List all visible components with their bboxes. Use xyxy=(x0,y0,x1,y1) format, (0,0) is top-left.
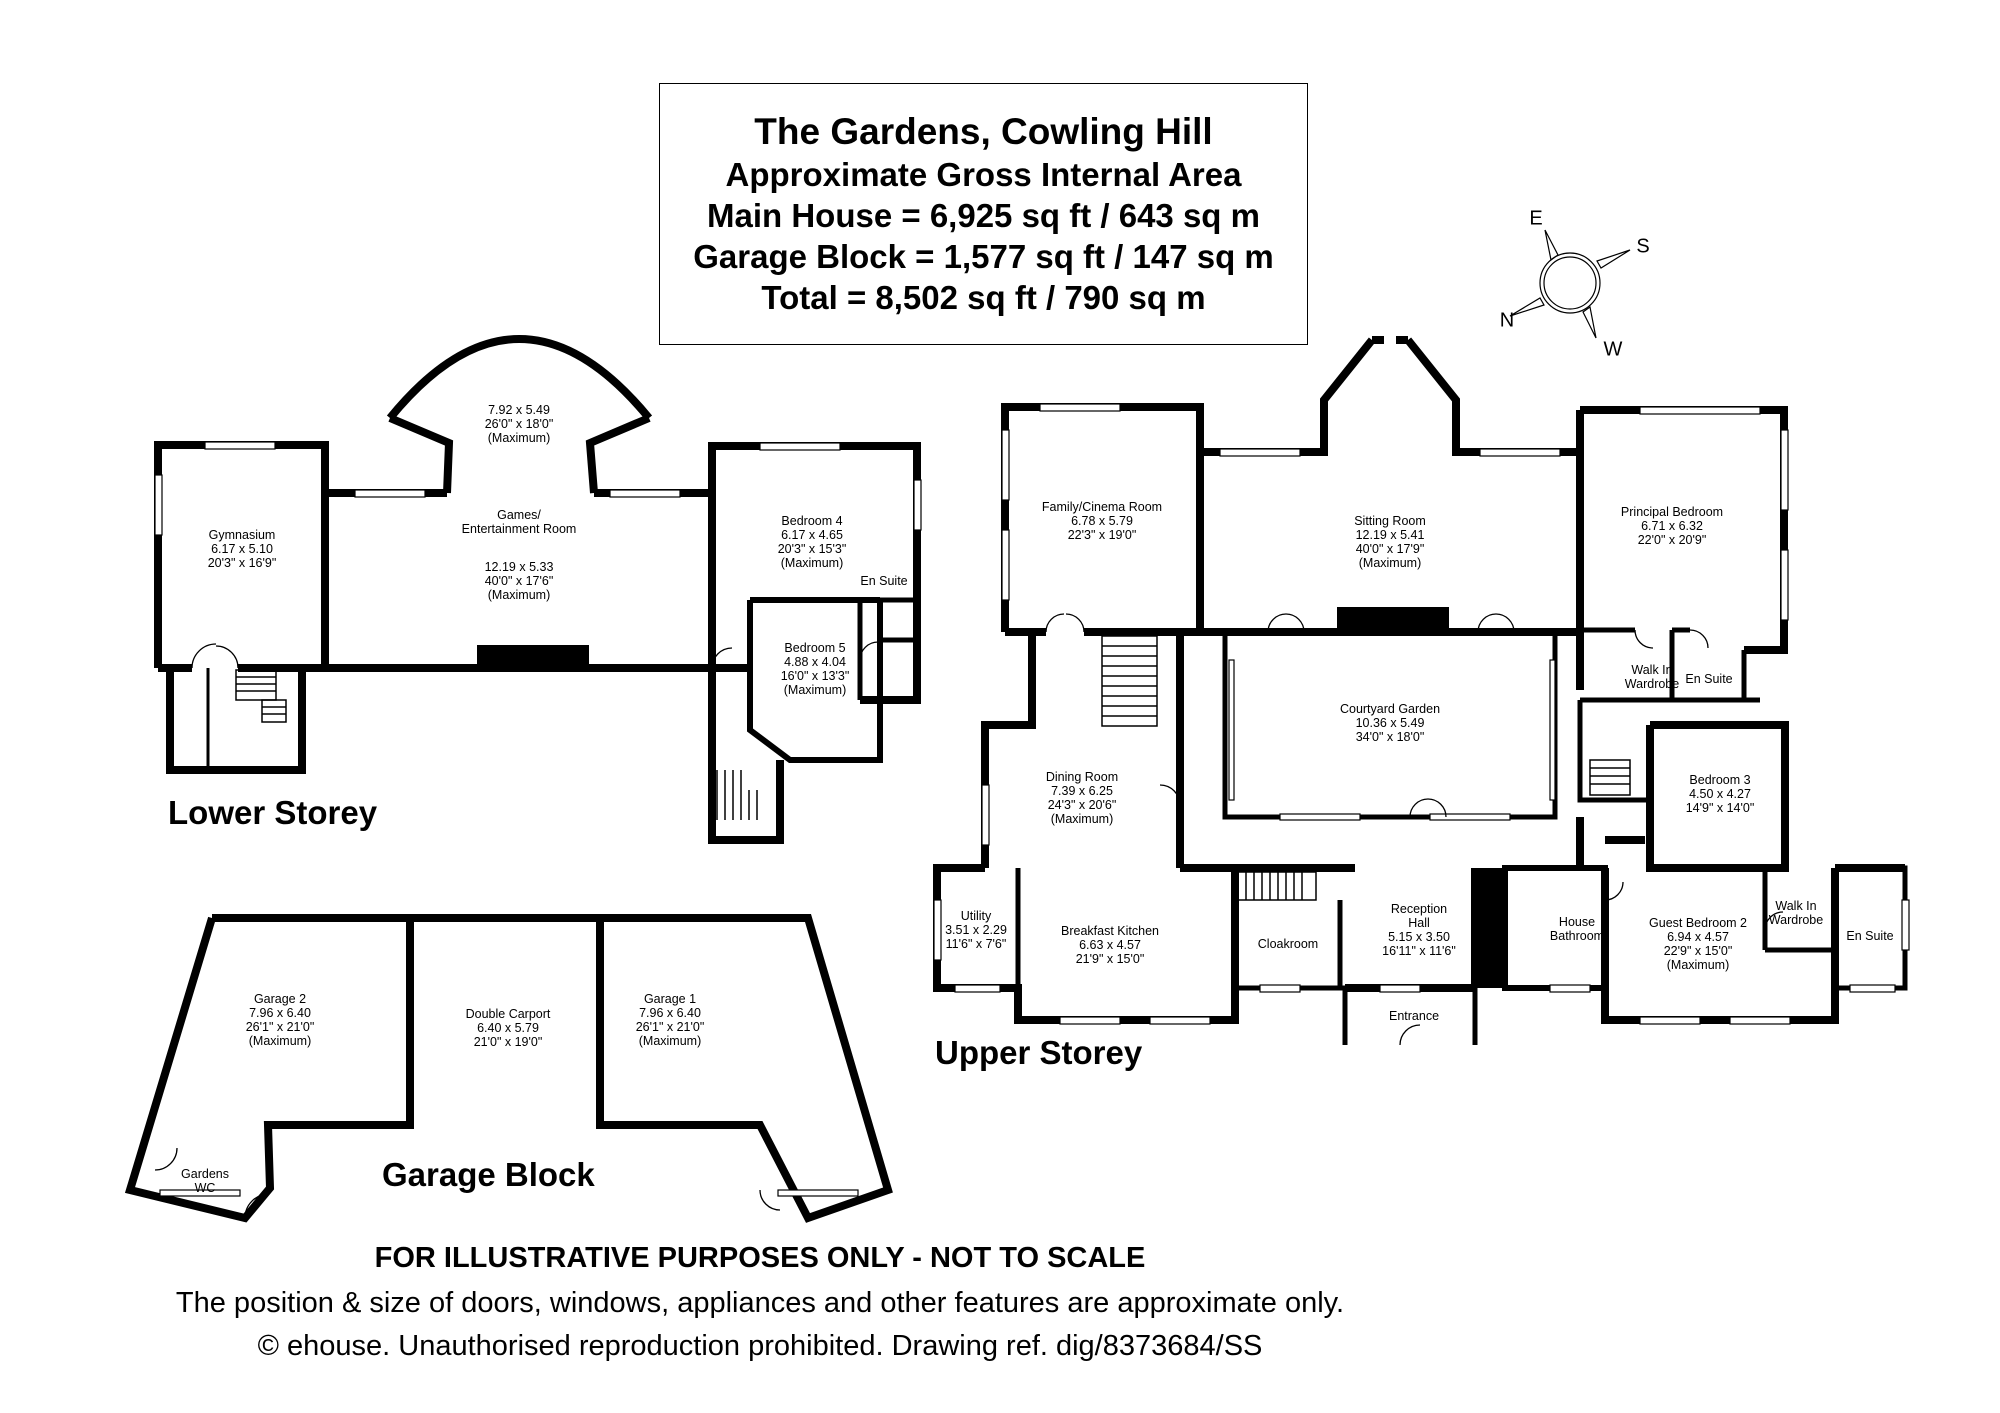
bedroom-3-label: Bedroom 3 4.50 x 4.27 14'9" x 14'0" xyxy=(1685,773,1755,815)
games-room-dims: 12.19 x 5.33 40'0" x 17'6" (Maximum) xyxy=(484,560,554,602)
breakfast-kitchen-label: Breakfast Kitchen 6.63 x 4.57 21'9" x 15… xyxy=(1061,924,1159,966)
bay-room-label: 7.92 x 5.49 26'0" x 18'0" (Maximum) xyxy=(485,403,554,445)
upper-fireplace xyxy=(1337,607,1449,632)
lower-ensuite-label: En Suite xyxy=(860,574,908,588)
sitting-room-label: Sitting Room 12.19 x 5.41 40'0" x 17'9" … xyxy=(1354,514,1426,570)
garage-1-label: Garage 1 7.96 x 6.40 26'1" x 21'0" (Maxi… xyxy=(635,992,705,1048)
walk-in-wardrobe-2-label: Walk In Wardrobe xyxy=(1768,899,1824,927)
guest-bedroom-2-label: Guest Bedroom 2 6.94 x 4.57 22'9" x 15'0… xyxy=(1649,916,1747,972)
compass-west-label: W xyxy=(1603,338,1623,361)
gardens-wc-label: Gardens WC xyxy=(181,1167,229,1195)
total-area: Total = 8,502 sq ft / 790 sq m xyxy=(761,279,1206,316)
copyright-text: © ehouse. Unauthorised reproduction proh… xyxy=(257,1330,1263,1362)
bedroom-5-label: Bedroom 5 4.88 x 4.04 16'0" x 13'3" (Max… xyxy=(780,641,850,697)
house-bathroom-label: House Bathroom xyxy=(1549,915,1605,943)
games-name: Games/ xyxy=(497,508,541,522)
garage-block-title: Garage Block xyxy=(382,1156,595,1193)
windows xyxy=(154,403,1910,1197)
bay-note: (Maximum) xyxy=(487,431,551,445)
upper-storey-title: Upper Storey xyxy=(935,1034,1143,1071)
compass-east-label: E xyxy=(1529,207,1543,230)
lower-storey-walls xyxy=(154,335,921,844)
title-box: The Gardens, Cowling Hill Approximate Gr… xyxy=(659,83,1308,345)
courtyard-garden-label: Courtyard Garden 10.36 x 5.49 34'0" x 18… xyxy=(1339,702,1441,744)
main-house-area: Main House = 6,925 sq ft / 643 sq m xyxy=(707,197,1260,234)
compass-south-label: S xyxy=(1636,235,1650,258)
entrance-label: Entrance xyxy=(1388,1009,1440,1023)
bedroom-4-label: Bedroom 4 6.17 x 4.65 20'3" x 15'3" (Max… xyxy=(777,514,847,570)
compass-north-label: N xyxy=(1499,309,1515,332)
garage-block-walls xyxy=(124,914,893,1223)
approximation-note: The position & size of doors, windows, a… xyxy=(175,1287,1345,1319)
bay-dims: 7.92 x 5.49 xyxy=(488,403,550,417)
lower-storey-title: Lower Storey xyxy=(168,794,378,831)
door-swings xyxy=(154,613,1784,1219)
lower-fireplace xyxy=(477,645,589,668)
compass-rose xyxy=(1509,229,1631,339)
upper-stairs xyxy=(1101,635,1631,901)
area-heading: Approximate Gross Internal Area xyxy=(725,156,1242,193)
principal-bedroom-label: Principal Bedroom 6.71 x 6.32 22'0" x 20… xyxy=(1620,505,1724,547)
cloakroom-label: Cloakroom xyxy=(1257,937,1319,951)
ensuite-1-label: En Suite xyxy=(1685,672,1733,686)
reception-hall-label: Reception Hall 5.15 x 3.50 16'11" x 11'6… xyxy=(1382,902,1456,958)
property-name: The Gardens, Cowling Hill xyxy=(754,111,1213,152)
ensuite-2-label: En Suite xyxy=(1846,929,1894,943)
bay-imperial: 26'0" x 18'0" xyxy=(484,417,554,431)
gymnasium-label: Gymnasium 6.17 x 5.10 20'3" x 16'9" xyxy=(207,528,277,570)
walk-in-wardrobe-1-label: Walk In Wardrobe xyxy=(1624,663,1680,691)
games-name-2: Entertainment Room xyxy=(461,522,577,536)
family-room-label: Family/Cinema Room 6.78 x 5.79 22'3" x 1… xyxy=(1041,500,1163,542)
disclaimer-text: FOR ILLUSTRATIVE PURPOSES ONLY - NOT TO … xyxy=(374,1242,1146,1274)
games-room-label: Games/ Entertainment Room xyxy=(462,508,577,536)
garage-block-area: Garage Block = 1,577 sq ft / 147 sq m xyxy=(693,238,1274,275)
double-carport-label: Double Carport 6.40 x 5.79 21'0" x 19'0" xyxy=(465,1007,551,1049)
lower-stairs xyxy=(235,669,758,820)
dining-room-label: Dining Room 7.39 x 6.25 24'3" x 20'6" (M… xyxy=(1045,770,1119,826)
utility-label: Utility 3.51 x 2.29 11'6" x 7'6" xyxy=(945,909,1007,951)
garage-2-label: Garage 2 7.96 x 6.40 26'1" x 21'0" (Maxi… xyxy=(245,992,315,1048)
